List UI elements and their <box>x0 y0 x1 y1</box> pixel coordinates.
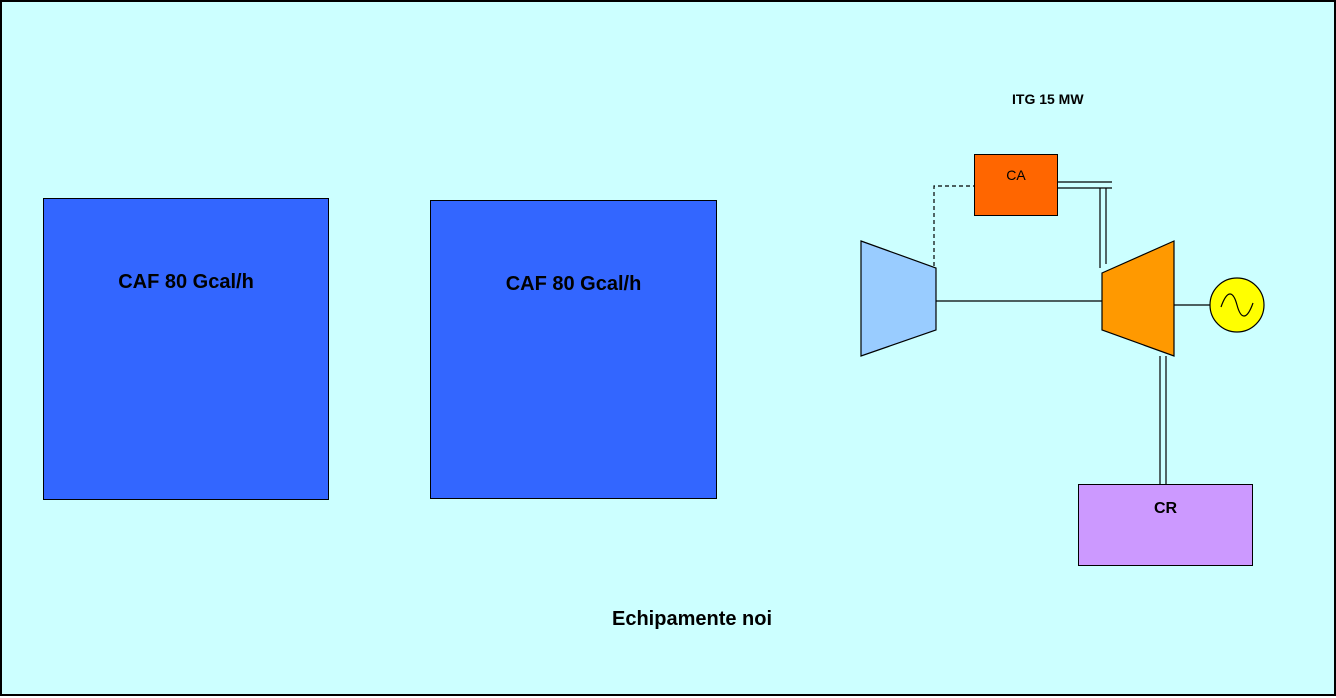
footer-caption: Echipamente noi <box>612 608 773 630</box>
boiler-caf-2: CAF 80 Gcal/h <box>430 200 717 499</box>
compressor-icon <box>860 240 937 357</box>
boiler-caf-1: CAF 80 Gcal/h <box>43 198 329 500</box>
compressor-air-line <box>933 185 974 266</box>
boiler-caf-2-label: CAF 80 Gcal/h <box>505 273 642 295</box>
generator-sine-symbol <box>1220 293 1254 317</box>
recovery-boiler-cr: CR <box>1078 484 1253 566</box>
boiler-caf-1-label: CAF 80 Gcal/h <box>118 271 254 293</box>
combustion-chamber-label: CA <box>1006 167 1026 183</box>
itg-title: ITG 15 MW <box>1012 91 1084 107</box>
hot-gas-duct <box>1058 181 1112 268</box>
turbine-icon <box>1101 240 1175 357</box>
combustion-chamber-ca: CA <box>974 154 1058 216</box>
recovery-boiler-label: CR <box>1153 500 1178 517</box>
exhaust-duct <box>1159 356 1167 484</box>
